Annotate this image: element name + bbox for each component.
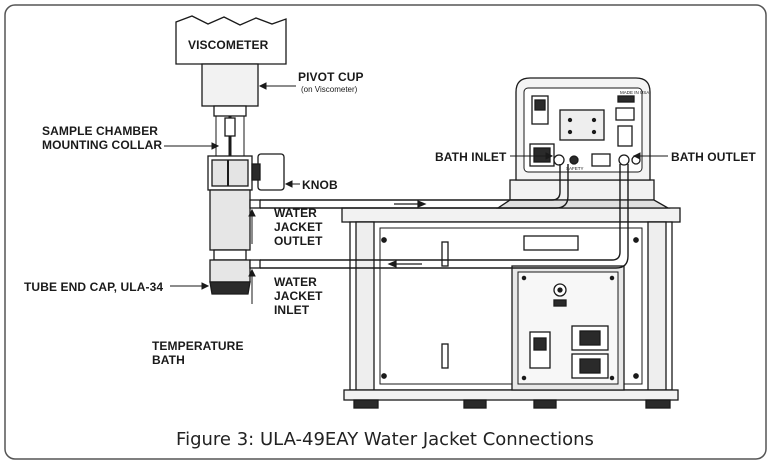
- bath-left-post: [355, 221, 375, 391]
- screw-icon: [609, 375, 615, 381]
- collar-label-line2: MOUNTING COLLAR: [42, 138, 162, 152]
- screw-icon: [381, 373, 387, 379]
- collar-knob: [257, 153, 285, 191]
- arrow-left-icon: [387, 260, 397, 268]
- knob-label: KNOB: [302, 178, 338, 192]
- controller-connector: [591, 153, 611, 167]
- collar-label-line1: SAMPLE CHAMBER: [42, 124, 158, 138]
- bath-handle-lower: [441, 343, 449, 369]
- collar-knob-stem: [251, 163, 261, 181]
- arrow-right-icon: [417, 200, 427, 208]
- safety-text: SAFETY: [566, 166, 584, 171]
- hose-bath-outlet-to-inlet-bottom: [260, 164, 629, 269]
- water-jacket-band: [213, 249, 247, 261]
- bath-inlet-fitting: [553, 154, 565, 166]
- bath-lid: [341, 207, 681, 223]
- arrowhead-icon: [258, 82, 267, 90]
- hoses: [260, 164, 629, 269]
- water-jacket-tube-upper: [209, 189, 251, 251]
- bath-outlet-label: BATH OUTLET: [671, 150, 756, 164]
- power-inlet-upper-socket: [579, 330, 601, 346]
- screw-icon: [591, 129, 597, 135]
- bath-inner-panel: [379, 227, 643, 385]
- leader-lines: [164, 82, 668, 304]
- temperature-label-line1: TEMPERATURE: [152, 339, 244, 353]
- figure-caption: Figure 3: ULA-49EAY Water Jacket Connect…: [176, 429, 594, 450]
- flow-arrows: [387, 200, 427, 268]
- screw-icon: [567, 129, 573, 135]
- mounting-collar-inner: [211, 159, 249, 187]
- water-jacket-tube-lower: [209, 259, 251, 283]
- controller-switch-rocker: [534, 99, 546, 111]
- screw-icon: [633, 373, 639, 379]
- bath-foot: [533, 399, 557, 409]
- bath-foot: [463, 399, 487, 409]
- inlet-label-line2: JACKET: [274, 289, 323, 303]
- bath-inlet-label: BATH INLET: [435, 150, 507, 164]
- arrowhead-icon: [545, 152, 554, 160]
- screw-icon: [591, 117, 597, 123]
- hose-outlet-to-bath-inlet-top: [260, 164, 561, 201]
- usb-port: [615, 107, 635, 121]
- bath-handle-upper: [441, 241, 449, 267]
- figure-frame: MADE IN USA SAFETY: [4, 4, 767, 460]
- arrowhead-icon: [211, 142, 220, 150]
- controller-stand-skirt: [495, 199, 671, 209]
- hose-outlet-to-bath-inlet-bottom: [260, 164, 569, 209]
- power-inlet-lower-socket: [579, 358, 601, 374]
- made-in-usa-text: MADE IN USA: [620, 90, 649, 95]
- screw-icon: [609, 275, 615, 281]
- controller-stand: [509, 179, 655, 201]
- bath-top-handle: [523, 235, 579, 251]
- water-jacket-outlet-nozzle: [249, 199, 261, 209]
- pivot-cup-neck: [213, 105, 247, 117]
- screw-icon: [381, 237, 387, 243]
- inlet-label-line3: INLET: [274, 303, 310, 317]
- screw-icon: [633, 237, 639, 243]
- tube-end-cap: [209, 281, 251, 295]
- gear-icon-center: [557, 287, 563, 293]
- bath-foot: [645, 399, 671, 409]
- diagram-canvas: MADE IN USA SAFETY: [4, 4, 767, 460]
- arrowhead-icon: [248, 268, 256, 277]
- viscometer-label: VISCOMETER: [188, 38, 269, 52]
- arrowhead-icon: [284, 180, 293, 188]
- screw-icon: [567, 117, 573, 123]
- screw-icon: [521, 275, 527, 281]
- safety-knob: [569, 155, 579, 165]
- spindle-coupling: [224, 117, 236, 137]
- pivot-cup: [201, 63, 259, 107]
- outlet-label-line3: OUTLET: [274, 234, 323, 248]
- outlet-label-line1: WATER: [274, 206, 317, 220]
- end-cap-label: TUBE END CAP, ULA-34: [24, 280, 163, 294]
- water-jacket-inlet-nozzle: [249, 259, 261, 269]
- arrowhead-icon: [201, 282, 210, 290]
- pivot-cup-label: PIVOT CUP: [298, 70, 364, 84]
- controller-plate: [559, 109, 605, 141]
- arrowhead-icon: [632, 152, 641, 160]
- serial-port: [617, 125, 633, 147]
- warning-label-icon: [553, 299, 567, 307]
- screw-icon: [521, 375, 527, 381]
- temperature-label-line2: BATH: [152, 353, 185, 367]
- pivot-cup-note: (on Viscometer): [301, 85, 358, 94]
- hose-bath-outlet-to-inlet-top: [260, 164, 621, 261]
- inlet-label-line1: WATER: [274, 275, 317, 289]
- bath-right-post: [647, 221, 667, 391]
- viscometer-assembly: [175, 15, 287, 295]
- made-in-usa-plate: [617, 95, 635, 103]
- power-switch-rocker: [533, 337, 547, 351]
- bath-base: [343, 389, 679, 401]
- bath-outlet-fitting: [618, 154, 630, 166]
- arrowhead-icon: [248, 208, 256, 217]
- bath-foot: [353, 399, 379, 409]
- outlet-label-line2: JACKET: [274, 220, 323, 234]
